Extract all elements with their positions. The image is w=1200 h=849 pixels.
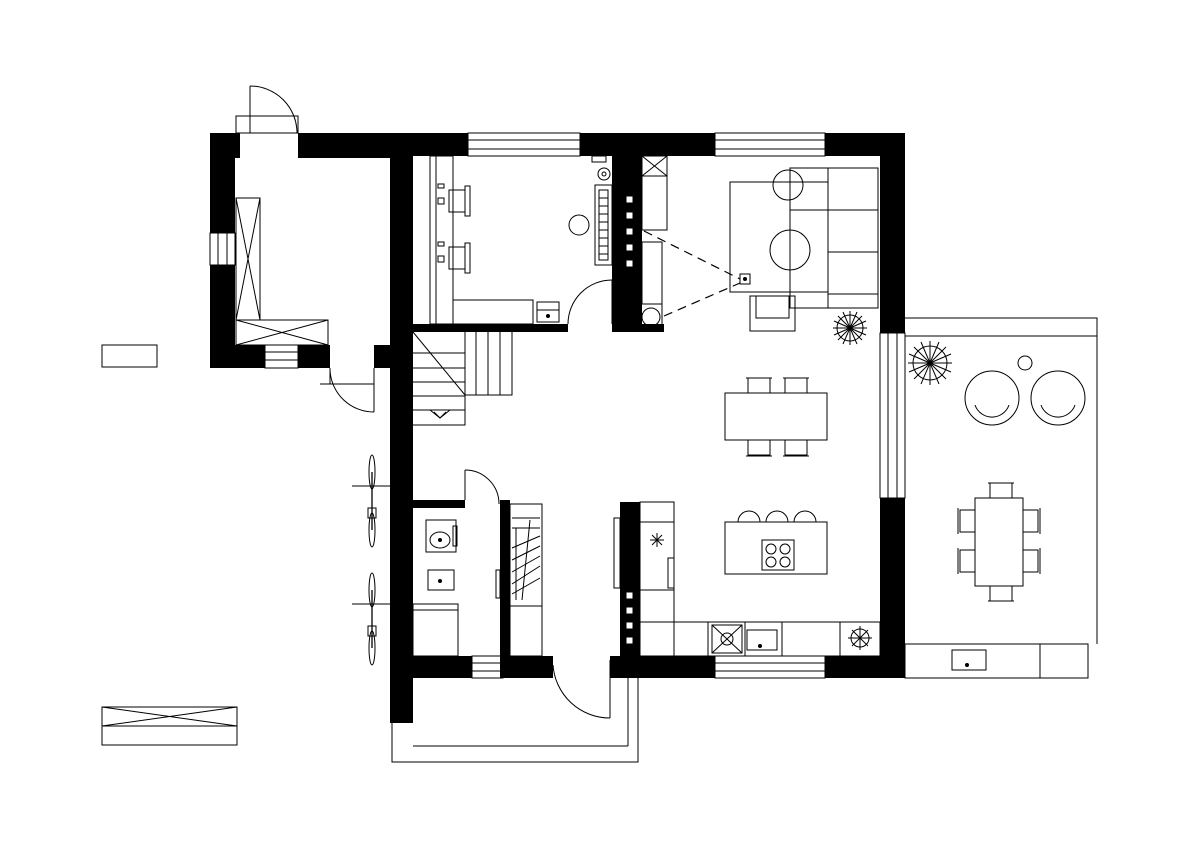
walls [210, 133, 905, 723]
dining-table [724, 377, 828, 457]
office [429, 155, 611, 325]
kitchen-symbol [650, 533, 664, 547]
sink-icon [427, 569, 987, 671]
terrace [904, 317, 1098, 679]
cooktop-icon [761, 539, 795, 571]
bathroom-fixtures [412, 569, 501, 657]
kitchen-island [724, 510, 828, 575]
bicycle-icon [352, 454, 392, 666]
wardrobe [509, 503, 543, 657]
porch [391, 678, 639, 763]
legend-window-symbol [101, 344, 158, 368]
annex-storage [235, 197, 329, 346]
legend-storage-symbol [101, 706, 238, 746]
kitchen-cabinets [613, 501, 881, 657]
stairs [412, 331, 513, 426]
fireplace-icon [625, 195, 634, 645]
plant-icon [833, 311, 952, 650]
stair-arrow-icon [433, 411, 447, 419]
piano-icon [594, 184, 613, 266]
door-swing-icon [249, 85, 613, 719]
windows [209, 115, 906, 679]
living-area [639, 155, 879, 332]
toilet-icon [425, 519, 458, 553]
